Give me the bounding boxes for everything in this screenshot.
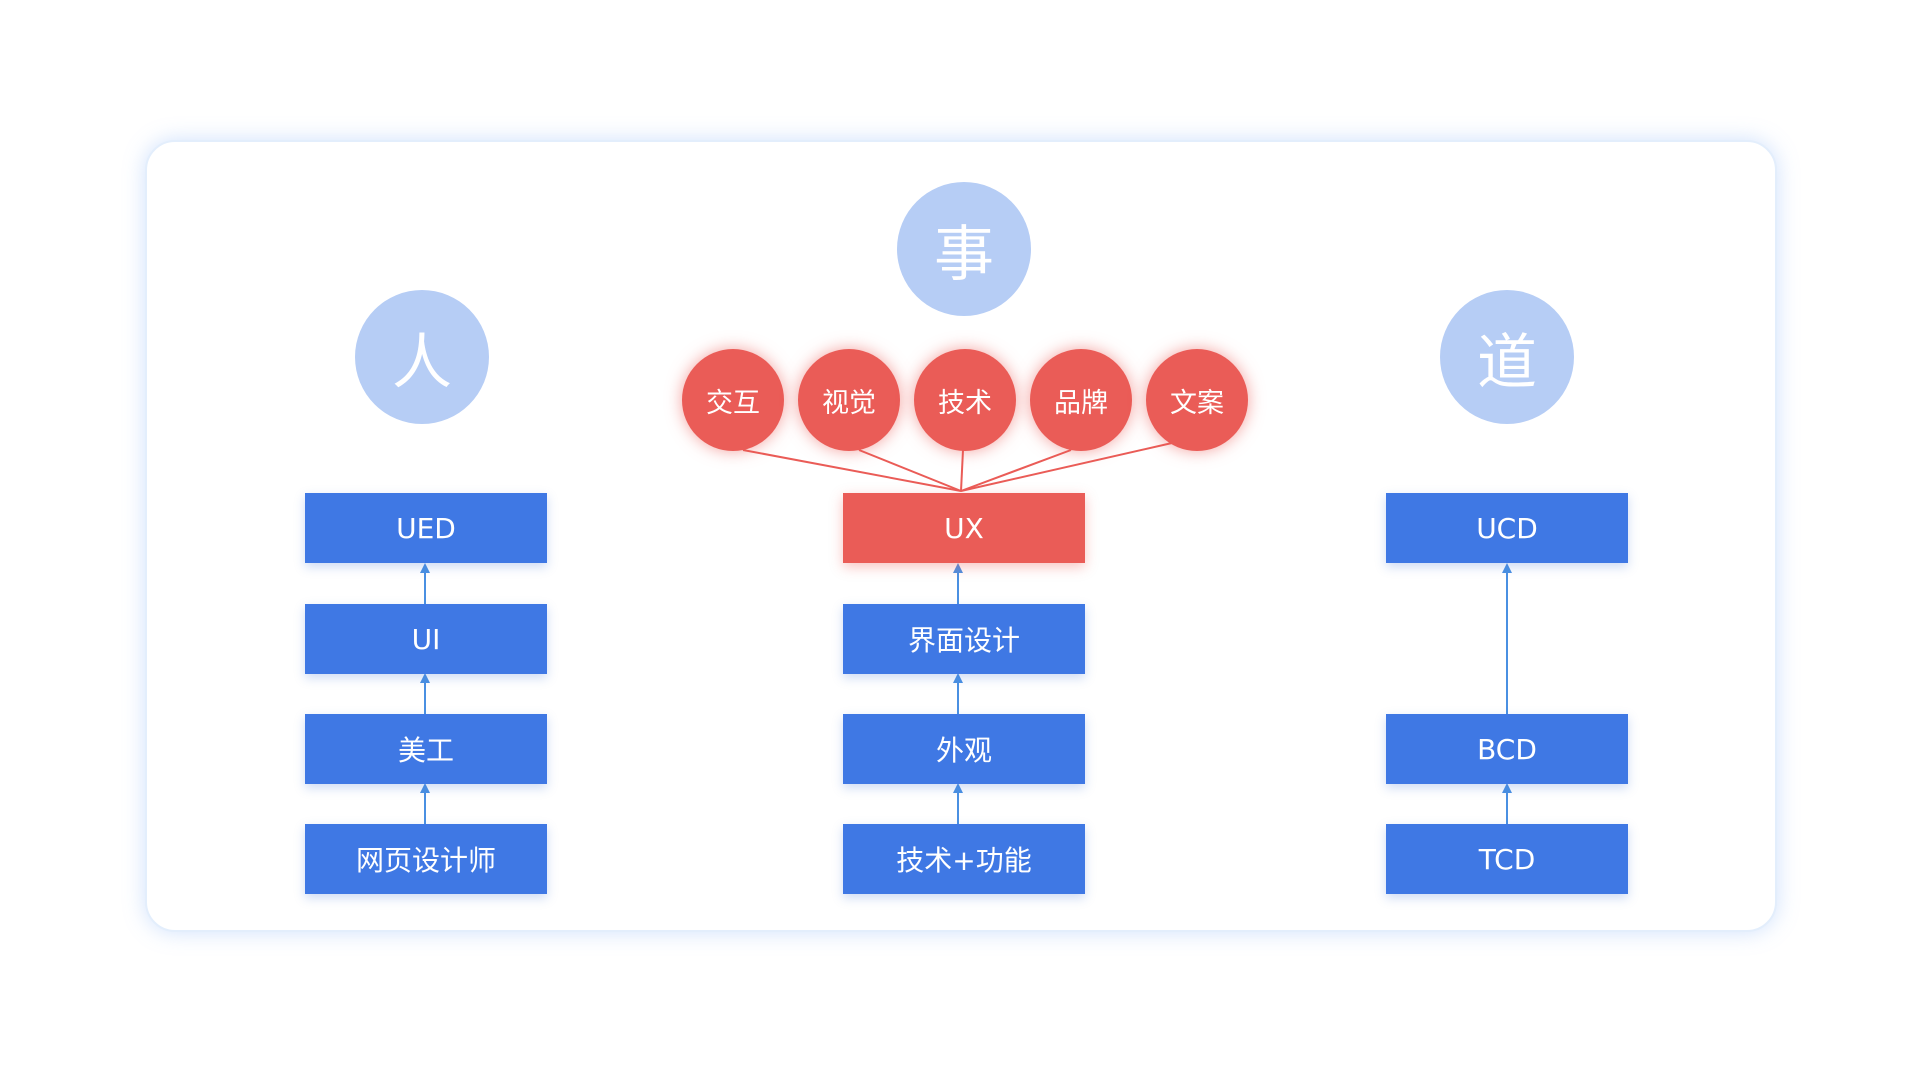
circle-shijue: 视觉 [798,349,900,451]
box-meigong: 美工 [305,714,547,784]
circle-pinpai: 品牌 [1030,349,1132,451]
box-wangye-shejishi: 网页设计师 [305,824,547,894]
heading-dao-circle: 道 [1440,290,1574,424]
box-ued: UED [305,493,547,563]
box-jishu-gongneng: 技术+功能 [843,824,1085,894]
box-ux: UX [843,493,1085,563]
box-bcd: BCD [1386,714,1628,784]
box-waiguan: 外观 [843,714,1085,784]
box-jiemian-sheji: 界面设计 [843,604,1085,674]
box-ui: UI [305,604,547,674]
circle-wenan: 文案 [1146,349,1248,451]
circle-jishu: 技术 [914,349,1016,451]
box-ucd: UCD [1386,493,1628,563]
heading-shi-circle: 事 [897,182,1031,316]
circle-jiaohu: 交互 [682,349,784,451]
heading-ren-circle: 人 [355,290,489,424]
box-tcd: TCD [1386,824,1628,894]
